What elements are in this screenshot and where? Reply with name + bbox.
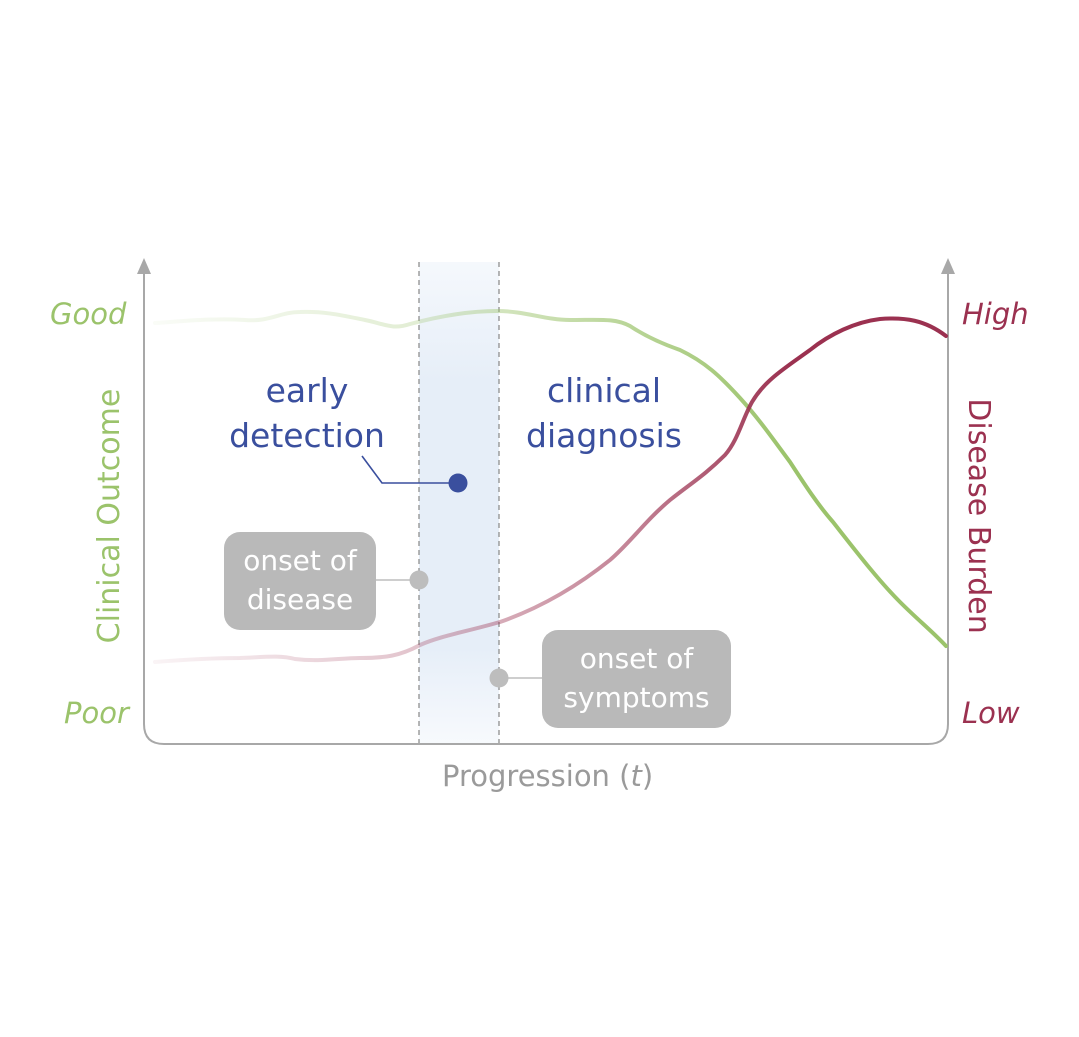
disease-burden-curve (153, 316, 948, 664)
onset-symptoms-marker (489, 668, 509, 688)
clinical-diagnosis-line-2: diagnosis (526, 415, 682, 455)
right-axis-bottom-label: Low (962, 696, 1020, 730)
onset-of-disease-badge: onset of disease (224, 532, 376, 630)
right-axis-top-label: High (962, 297, 1029, 331)
axes-frame (143, 268, 949, 745)
onset-of-symptoms-badge: onset of symptoms (542, 630, 731, 728)
left-axis-title: Clinical Outcome (92, 388, 127, 644)
onset-of-disease-line-1: onset of (243, 544, 357, 578)
onset-of-symptoms-line-2: symptoms (563, 681, 710, 714)
early-detection-marker (448, 473, 468, 493)
early-detection-label: early detection (222, 369, 392, 459)
x-axis-title-text: Progression ( (442, 759, 631, 793)
early-detection-pointer (361, 455, 458, 484)
x-axis-title: Progression (t) (442, 762, 653, 791)
right-axis-title: Disease Burden (961, 398, 996, 634)
onset-of-disease-line-2: disease (246, 583, 354, 616)
clinical-outcome-curve (153, 308, 948, 648)
onset-disease-marker (409, 570, 429, 590)
left-axis-bottom-label: Poor (64, 696, 129, 730)
left-axis-top-label: Good (50, 297, 127, 331)
x-axis-title-close: ) (641, 759, 654, 793)
early-detection-line-1: early (265, 371, 349, 410)
right-axis-arrow-icon (941, 258, 955, 274)
clinical-diagnosis-label: clinical diagnosis (514, 369, 694, 459)
clinical-diagnosis-line-1: clinical (546, 371, 662, 410)
onset-of-symptoms-line-1: onset of (579, 642, 694, 676)
x-axis-title-variable: t (630, 759, 642, 793)
early-detection-band (419, 262, 499, 744)
early-detection-line-2: detection (229, 415, 385, 455)
left-axis-arrow-icon (137, 258, 151, 274)
